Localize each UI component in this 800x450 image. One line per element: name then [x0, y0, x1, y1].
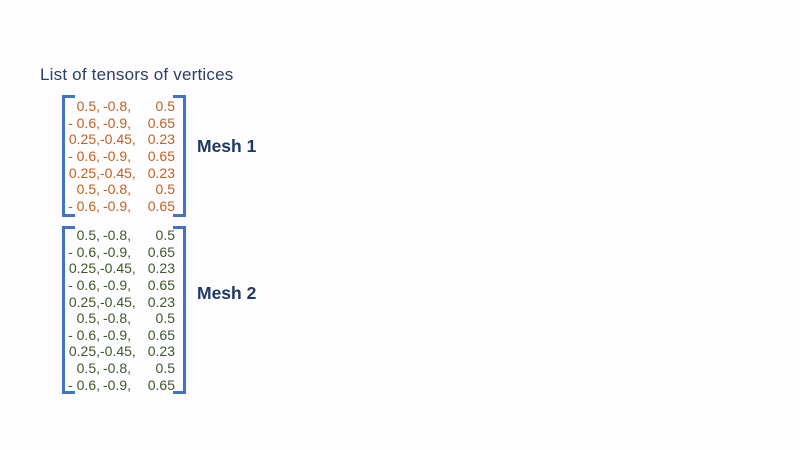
matrix-row: - 0.6,-0.9, 0.65	[62, 244, 186, 261]
matrix-cell: -0.9,	[102, 114, 131, 131]
matrix-row: 0.5,-0.8, 0.5	[62, 310, 186, 327]
mesh2-label: Mesh 2	[197, 283, 257, 303]
matrix-cell: - 0.6,	[68, 376, 100, 393]
matrix-cell: -0.45,	[100, 293, 136, 310]
mesh1-left-bracket	[62, 95, 75, 218]
matrix-cell: - 0.6,	[68, 197, 100, 214]
matrix-cell: 0.25,	[68, 293, 100, 310]
matrix-cell: 0.5,	[76, 181, 100, 198]
matrix-cell: -0.45,	[100, 260, 136, 277]
matrix-row: 0.5,-0.8, 0.5	[62, 227, 186, 244]
matrix-cell: -0.45,	[100, 164, 136, 181]
matrix-row: 0.25,-0.45, 0.23	[62, 293, 186, 310]
matrix-cell: -0.9,	[102, 326, 131, 343]
matrix-cell: 0.65	[147, 277, 175, 294]
matrix-row: - 0.6,-0.9, 0.65	[62, 198, 186, 215]
matrix-cell: 0.25,	[68, 131, 100, 148]
matrix-cell: - 0.6,	[68, 114, 100, 131]
matrix-cell: 0.5,	[76, 310, 100, 327]
matrix-cell: 0.65	[147, 326, 175, 343]
matrix-cell: - 0.6,	[68, 326, 100, 343]
matrix-cell: 0.25,	[68, 164, 100, 181]
matrix-cell: -0.9,	[102, 148, 131, 165]
matrix-cell: 0.5	[155, 227, 175, 244]
matrix-cell: -0.45,	[100, 343, 136, 360]
matrix-cell: - 0.6,	[68, 277, 100, 294]
matrix-cell: 0.23	[147, 260, 175, 277]
matrix-cell: -0.8,	[102, 310, 131, 327]
matrix-cell: -0.8,	[102, 98, 131, 115]
matrix-cell: 0.5	[155, 98, 175, 115]
matrix-cell: -0.9,	[102, 197, 131, 214]
matrix-cell: -0.9,	[102, 376, 131, 393]
matrix-cell: - 0.6,	[68, 148, 100, 165]
matrix-cell: 0.65	[147, 114, 175, 131]
matrix-row: - 0.6,-0.9, 0.65	[62, 376, 186, 393]
mesh1-right-bracket	[173, 95, 186, 218]
matrix-cell: -0.8,	[102, 360, 131, 377]
matrix-row: 0.25,-0.45, 0.23	[62, 260, 186, 277]
matrix-row: 0.25,-0.45, 0.23	[62, 343, 186, 360]
matrix-row: 0.5,-0.8, 0.5	[62, 98, 186, 115]
matrix-row: 0.5,-0.8, 0.5	[62, 181, 186, 198]
matrix-cell: -0.9,	[102, 277, 131, 294]
matrix-cell: 0.65	[147, 243, 175, 260]
mesh2-right-bracket	[173, 226, 186, 394]
matrix-row: 0.25,-0.45, 0.23	[62, 164, 186, 181]
matrix-row: - 0.6,-0.9, 0.65	[62, 277, 186, 294]
mesh2-left-bracket	[62, 226, 75, 394]
matrix-cell: 0.65	[147, 376, 175, 393]
matrix-cell: 0.65	[147, 197, 175, 214]
matrix-cell: 0.5,	[76, 98, 100, 115]
matrix-cell: -0.8,	[102, 181, 131, 198]
matrix-cell: 0.23	[147, 343, 175, 360]
matrix-cell: -0.8,	[102, 227, 131, 244]
matrix-cell: 0.5,	[76, 360, 100, 377]
matrix-cell: 0.5	[155, 181, 175, 198]
matrix-row: 0.25,-0.45, 0.23	[62, 131, 186, 148]
matrix-cell: 0.23	[147, 164, 175, 181]
matrix-cell: 0.23	[147, 131, 175, 148]
matrix-row: - 0.6,-0.9, 0.65	[62, 148, 186, 165]
matrix-cell: -0.45,	[100, 131, 136, 148]
matrix-cell: 0.5	[155, 360, 175, 377]
matrix-cell: - 0.6,	[68, 243, 100, 260]
matrix-cell: 0.23	[147, 293, 175, 310]
matrix-cell: -0.9,	[102, 243, 131, 260]
matrix-cell: 0.5	[155, 310, 175, 327]
mesh1-label: Mesh 1	[197, 136, 257, 156]
matrix-row: 0.5,-0.8, 0.5	[62, 360, 186, 377]
matrix-cell: 0.25,	[68, 343, 100, 360]
matrix-cell: 0.5,	[76, 227, 100, 244]
page-title: List of tensors of vertices	[40, 65, 234, 84]
matrix-row: - 0.6,-0.9, 0.65	[62, 327, 186, 344]
matrix-row: - 0.6,-0.9, 0.65	[62, 115, 186, 132]
matrix-cell: 0.65	[147, 148, 175, 165]
matrix-cell: 0.25,	[68, 260, 100, 277]
